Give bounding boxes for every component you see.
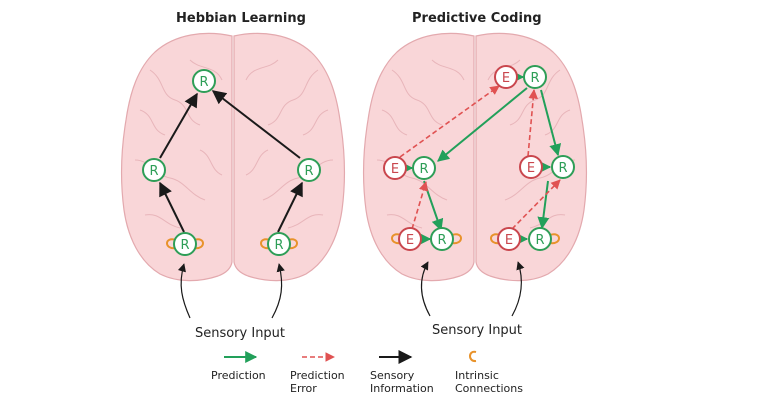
legend-symbols: [224, 350, 477, 364]
sensory-input-arrow: [271, 263, 285, 319]
r-node: R: [551, 155, 575, 179]
r-node: R: [142, 158, 166, 182]
prediction-error-arrow: [411, 181, 429, 230]
sensory-arrow: [211, 90, 301, 159]
r-node: R: [412, 156, 436, 180]
prediction-error-arrow: [399, 85, 500, 158]
e-node: E: [383, 156, 407, 180]
prediction-arrow: [437, 87, 528, 162]
hebbian-connections: [159, 90, 303, 319]
svg-text:E: E: [527, 161, 535, 176]
hebbian-intrinsic-loops: [166, 238, 298, 250]
r-node: R: [267, 232, 291, 256]
prediction-arrow: [537, 180, 550, 230]
svg-text:R: R: [419, 162, 428, 177]
legend-prediction-label: Prediction: [211, 369, 266, 382]
svg-text:R: R: [535, 233, 544, 248]
svg-text:E: E: [505, 233, 513, 248]
e-node: E: [494, 65, 518, 89]
legend-prediction-error-label: Prediction Error: [290, 369, 345, 395]
prediction-error-arrow: [527, 89, 538, 157]
svg-text:E: E: [391, 162, 399, 177]
r-node: R: [523, 65, 547, 89]
svg-text:R: R: [437, 233, 446, 248]
legend-intrinsic-label: Intrinsic Connections: [455, 369, 523, 395]
predictive-connections: [399, 71, 562, 317]
svg-text:E: E: [502, 71, 510, 86]
predictive-title: Predictive Coding: [412, 11, 542, 26]
svg-text:R: R: [530, 71, 539, 86]
sensory-arrow: [159, 92, 198, 159]
sensory-arrow: [159, 181, 185, 233]
svg-text:R: R: [304, 164, 313, 179]
brain-left-hemisphere: [120, 32, 233, 282]
hebbian-sensory-input-label: Sensory Input: [195, 326, 285, 341]
svg-text:R: R: [558, 161, 567, 176]
brain-folds: [376, 59, 576, 229]
hebbian-title: Hebbian Learning: [176, 11, 306, 26]
r-node: R: [430, 227, 454, 251]
brain-right-hemisphere: [233, 32, 346, 282]
brain-folds: [134, 59, 334, 229]
predictive-intrinsic-loops: [391, 233, 560, 245]
predictive-nodes: E R E R E R E R: [383, 65, 575, 251]
e-node: E: [398, 227, 422, 251]
r-node: R: [297, 158, 321, 182]
svg-text:R: R: [180, 238, 189, 253]
sensory-input-arrow: [177, 263, 191, 319]
svg-text:R: R: [274, 238, 283, 253]
prediction-arrow: [540, 89, 562, 157]
hebbian-brain: [120, 32, 346, 282]
prediction-error-arrow: [511, 179, 561, 230]
sensory-input-arrow: [420, 261, 431, 317]
brain-left-hemisphere: [362, 32, 475, 282]
e-node: E: [497, 227, 521, 251]
r-node: R: [173, 232, 197, 256]
sensory-arrow: [277, 181, 303, 233]
svg-text:E: E: [406, 233, 414, 248]
sensory-input-arrow: [511, 261, 525, 317]
legend-intrinsic-icon: [469, 350, 477, 363]
legend-sensory-label: Sensory Information: [370, 369, 434, 395]
r-node: R: [192, 69, 216, 93]
predictive-sensory-input-label: Sensory Input: [432, 323, 522, 338]
svg-text:R: R: [199, 75, 208, 90]
svg-text:R: R: [149, 164, 158, 179]
e-node: E: [519, 155, 543, 179]
r-node: R: [528, 227, 552, 251]
hebbian-nodes: R R R R R: [142, 69, 321, 256]
